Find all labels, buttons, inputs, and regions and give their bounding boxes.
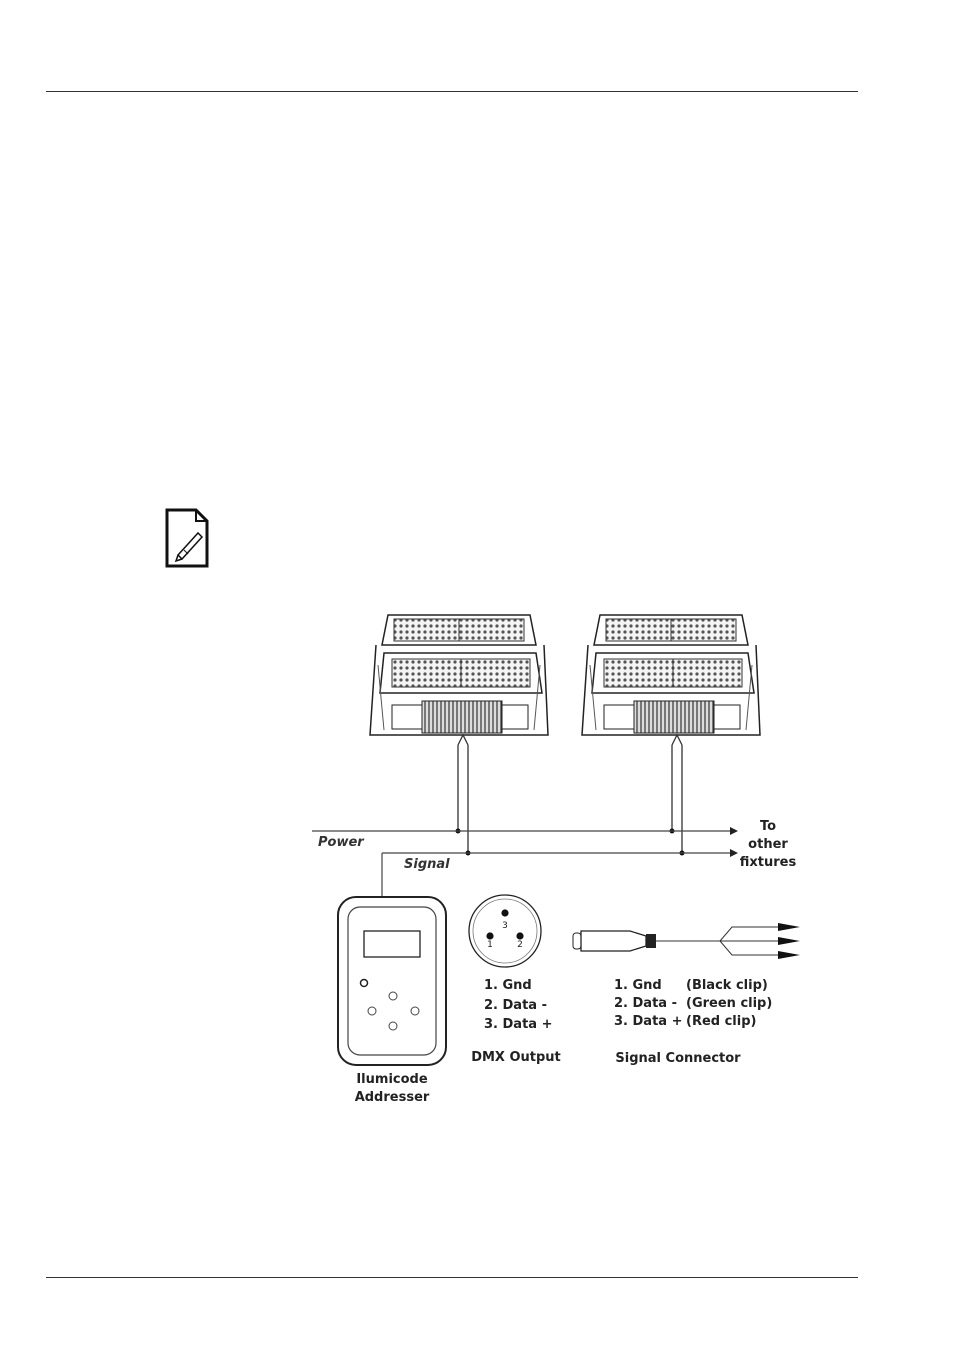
dmx-output-connector-icon xyxy=(468,894,542,968)
to-label: To xyxy=(760,819,776,834)
dmx-pin-1: 1. Gnd xyxy=(484,978,532,993)
signal-clip-3: (Red clip) xyxy=(686,1014,756,1029)
junction-dots xyxy=(455,828,685,856)
fixtures-label: fixtures xyxy=(740,855,797,870)
addresser-device-icon xyxy=(337,896,447,1066)
note-pencil-icon xyxy=(165,508,209,568)
dmx-pin-2: 2. Data - xyxy=(484,998,547,1013)
signal-connector-caption: Signal Connector xyxy=(615,1051,741,1066)
signal-pin-1: 1. Gnd xyxy=(614,978,662,993)
power-label: Power xyxy=(318,835,365,850)
addresser-label-line2: Addresser xyxy=(355,1090,430,1105)
header-rule xyxy=(46,91,858,92)
xlr-connector-icon xyxy=(572,923,800,959)
dmx-output-caption: DMX Output xyxy=(471,1050,561,1065)
dmx-pin-number-1: 1 xyxy=(487,940,493,950)
led-fixture-icon xyxy=(369,614,549,736)
signal-clip-2: (Green clip) xyxy=(686,996,772,1011)
led-fixture-icon xyxy=(581,614,761,736)
signal-line xyxy=(381,849,738,903)
signal-pin-2: 2. Data - xyxy=(614,996,677,1011)
signal-pin-3: 3. Data + xyxy=(614,1014,682,1029)
signal-label: Signal xyxy=(404,857,450,872)
signal-clip-1: (Black clip) xyxy=(686,978,768,993)
dmx-pin-3: 3. Data + xyxy=(484,1017,552,1032)
other-label: other xyxy=(748,837,788,852)
dmx-pin-number-3: 3 xyxy=(502,921,508,931)
power-line xyxy=(312,827,738,835)
footer-rule xyxy=(46,1277,858,1278)
addresser-label-line1: Ilumicode xyxy=(356,1072,427,1087)
wiring-diagram: Power Signal To other fixtures Ilumicode… xyxy=(312,614,800,1105)
dmx-pin-number-2: 2 xyxy=(517,940,523,950)
cable-drops xyxy=(457,733,683,853)
